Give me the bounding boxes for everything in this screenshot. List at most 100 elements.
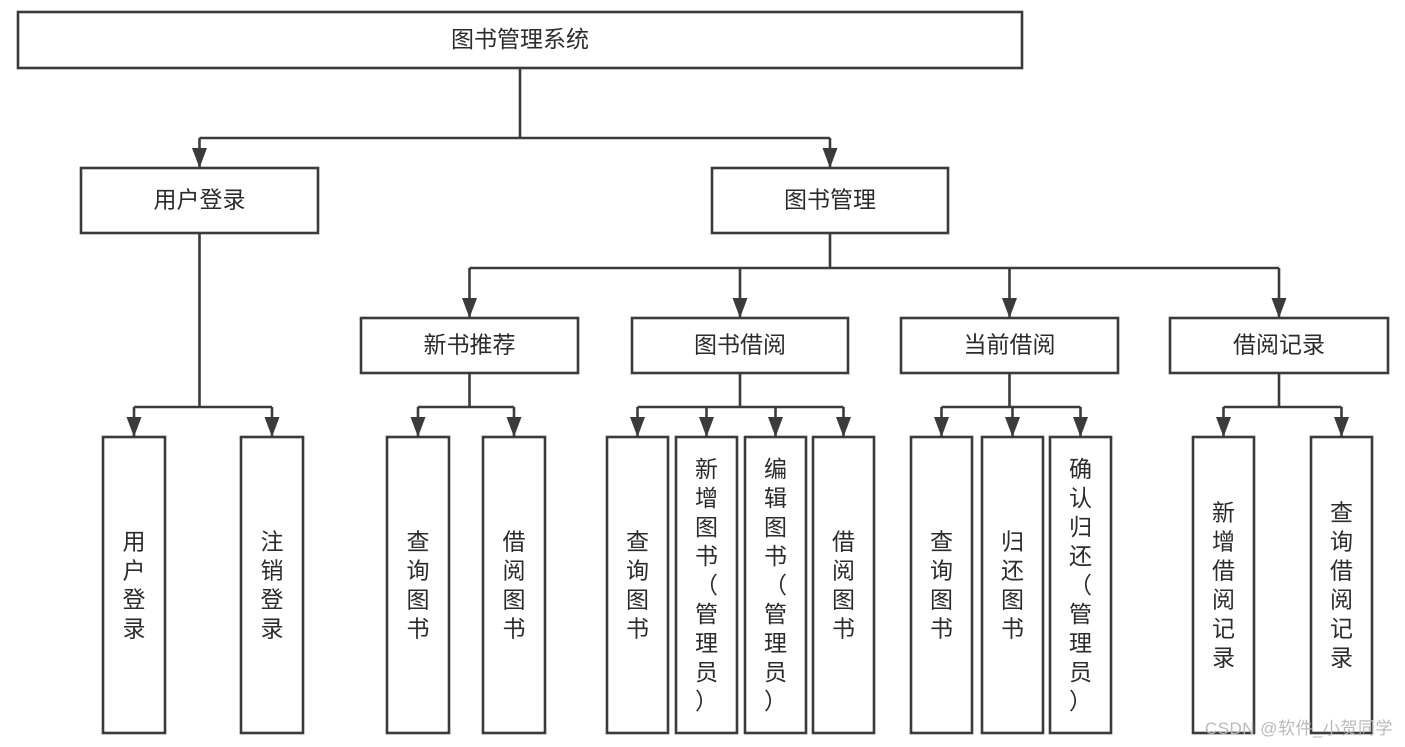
node-label-char: 书	[832, 616, 855, 642]
node-label-char: 图	[695, 514, 718, 540]
node-label-char: 员	[764, 659, 787, 685]
node-box-leaf-borrow-books-rec	[481, 435, 547, 735]
node-label-char: 借	[832, 529, 855, 555]
node-label-char: 查	[1330, 500, 1353, 526]
node-box-current-borrow	[899, 316, 1120, 375]
node-label-new-book-recommend: 新书推荐	[424, 332, 516, 358]
node-label-char: 图	[1001, 587, 1024, 613]
node-label-char: 还	[1001, 558, 1024, 584]
node-current-borrow[interactable]: 当前借阅	[899, 316, 1120, 375]
node-box-borrow-record	[1168, 316, 1390, 375]
arrow-head-icon	[1216, 417, 1231, 437]
arrow-head-icon	[1334, 417, 1349, 437]
node-label-char: 录	[261, 616, 284, 642]
node-label-char: 图	[626, 587, 649, 613]
node-label-char: 注	[261, 529, 284, 555]
node-label-char: 查	[407, 529, 430, 555]
node-box-leaf-borrow-book	[811, 435, 876, 735]
node-label-char: 还	[1069, 543, 1092, 569]
node-label-char: 询	[407, 558, 430, 584]
node-label-book-management: 图书管理	[784, 187, 876, 213]
node-user-login[interactable]: 用户登录	[79, 166, 320, 235]
arrow-head-icon	[934, 417, 949, 437]
arrow-head-icon	[192, 148, 207, 168]
node-label-char: 查	[930, 529, 953, 555]
node-root[interactable]: 图书管理系统	[16, 10, 1024, 70]
node-label-char: ）	[1069, 688, 1092, 714]
node-label-char: 户	[123, 558, 146, 584]
arrow-head-icon	[410, 417, 426, 437]
node-box-leaf-query-books-current	[909, 435, 974, 735]
node-label-char: 新	[695, 456, 718, 482]
node-label-char: 认	[1069, 485, 1092, 511]
arrow-head-icon	[1005, 417, 1020, 437]
node-label-char: 录	[1330, 645, 1353, 671]
node-label-char: 阅	[1330, 587, 1353, 613]
node-box-leaf-query-record	[1309, 435, 1374, 735]
node-box-leaf-add-book	[674, 435, 739, 735]
node-book-management[interactable]: 图书管理	[710, 166, 950, 235]
arrow-head-icon	[264, 417, 280, 437]
node-label-char: 录	[1212, 645, 1235, 671]
node-label-borrow-record: 借阅记录	[1233, 332, 1325, 358]
node-label-book-borrow: 图书借阅	[694, 332, 786, 358]
node-leaf-user-login[interactable]: 用户登录	[101, 435, 167, 735]
node-box-book-management	[710, 166, 950, 235]
node-label-char: 查	[626, 529, 649, 555]
node-label-char: 用	[123, 529, 146, 555]
node-box-leaf-edit-book	[743, 435, 808, 735]
arrow-head-icon	[126, 417, 142, 437]
node-box-book-borrow	[630, 316, 850, 375]
node-label-char: 记	[1330, 616, 1353, 642]
node-label-user-login: 用户登录	[154, 187, 246, 213]
node-box-leaf-return-book	[980, 435, 1045, 735]
node-book-borrow[interactable]: 图书借阅	[630, 316, 850, 375]
node-label-char: 销	[261, 558, 284, 584]
node-label-char: 书	[626, 616, 649, 642]
node-label-char: 借	[1330, 558, 1353, 584]
node-label-char: 新	[1212, 500, 1235, 526]
node-label-char: 书	[503, 616, 526, 642]
node-label-char: 归	[1069, 514, 1092, 540]
node-label-char: 管	[695, 601, 718, 627]
node-label-char: 图	[764, 514, 787, 540]
node-label-char: 管	[764, 601, 787, 627]
arrow-head-icon	[1002, 298, 1017, 318]
node-label-char: 阅	[832, 558, 855, 584]
node-label-char: 员	[1069, 659, 1092, 685]
node-label-char: 编	[764, 456, 787, 482]
node-label-char: （	[1069, 572, 1092, 598]
arrow-head-icon	[506, 417, 522, 437]
node-label-char: （	[695, 572, 718, 598]
node-label-char: 理	[695, 630, 718, 656]
arrow-head-icon	[1073, 417, 1088, 437]
node-box-leaf-query-books-borrow	[605, 435, 670, 735]
node-borrow-record[interactable]: 借阅记录	[1168, 316, 1390, 375]
arrow-head-icon	[836, 417, 851, 437]
node-label-char: 图	[930, 587, 953, 613]
nodes-layer: 图书管理系统用户登录图书管理新书推荐图书借阅当前借阅借阅记录用户登录注销登录查询…	[16, 10, 1390, 735]
node-new-book-recommend[interactable]: 新书推荐	[359, 316, 580, 375]
node-box-leaf-confirm-return	[1048, 435, 1113, 735]
node-label-char: （	[764, 572, 787, 598]
node-label-char: 书	[407, 616, 430, 642]
node-label-char: 记	[1212, 616, 1235, 642]
edges-layer	[126, 68, 1349, 437]
node-label-char: 图	[407, 587, 430, 613]
node-box-root	[16, 10, 1024, 70]
node-label-current-borrow: 当前借阅	[964, 332, 1056, 358]
